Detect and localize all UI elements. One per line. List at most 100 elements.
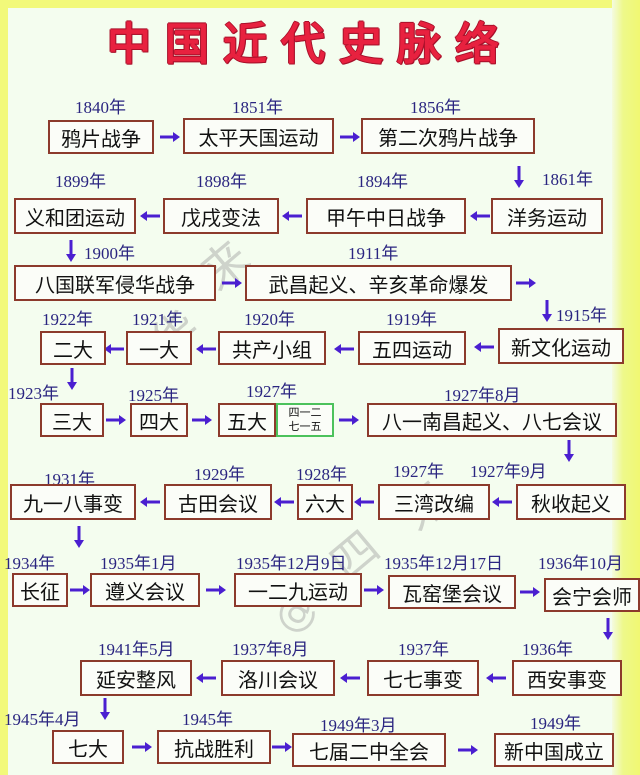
event-box: 秋收起义 [516,484,626,520]
event-box: 三湾改编 [378,484,490,520]
event-year: 1927年8月 [444,386,521,405]
event-year: 1915年 [556,306,607,325]
event-box: 武昌起义、辛亥革命爆发 [245,265,512,301]
event-box: 瓦窑堡会议 [388,575,516,609]
event-box: 新文化运动 [498,328,624,364]
arrow-left-icon [354,497,374,507]
event-box: 义和团运动 [14,198,136,234]
event-year: 1927年9月 [470,462,547,481]
arrow-down-icon [564,440,574,462]
arrow-left-icon [486,673,506,683]
event-year: 1949年 [530,714,581,733]
event-box: 三大 [40,403,104,437]
event-note-box: 四一二 七一五 [276,403,334,437]
event-year: 1856年 [410,98,461,117]
arrow-left-icon [282,211,302,221]
event-year: 1920年 [244,310,295,329]
note-line: 七一五 [288,420,322,433]
event-box: 五大 [218,403,276,437]
event-year: 1936年10月 [538,554,623,573]
event-box: 遵义会议 [90,573,200,607]
event-year: 1894年 [357,172,408,191]
arrow-right-icon [339,415,359,425]
event-year: 1925年 [128,386,179,405]
arrow-right-icon [222,278,242,288]
arrow-right-icon [364,585,384,595]
event-box: 五四运动 [358,331,466,365]
event-year: 1911年 [348,244,399,263]
event-box: 戊戌变法 [163,198,279,234]
arrow-down-icon [603,618,613,640]
event-year: 1935年12月17日 [384,554,503,573]
event-box: 八一南昌起义、八七会议 [367,403,617,437]
arrow-right-icon [106,415,126,425]
arrow-left-icon [104,344,124,354]
event-box: 抗战胜利 [157,730,271,764]
event-year: 1949年3月 [320,716,397,735]
event-year: 1935年1月 [100,554,177,573]
event-year: 1922年 [42,310,93,329]
event-box: 古田会议 [164,484,272,520]
event-box: 新中国成立 [494,733,614,767]
arrow-down-icon [74,526,84,548]
event-year: 1929年 [194,465,245,484]
event-box: 七届二中全会 [292,733,446,767]
arrow-left-icon [492,497,512,507]
event-box: 会宁会师 [544,578,640,612]
event-box: 二大 [40,331,106,365]
note-line: 四一二 [288,406,322,419]
event-year: 1927年 [246,382,297,401]
event-year: 1937年 [398,640,449,659]
arrow-left-icon [274,497,294,507]
arrow-down-icon [514,166,524,188]
event-box: 一大 [126,331,192,365]
arrow-right-icon [340,132,360,142]
event-year: 1927年 [393,462,444,481]
event-year: 1900年 [84,244,135,263]
event-box: 六大 [297,484,353,520]
arrow-left-icon [474,342,494,352]
arrow-down-icon [542,300,552,322]
arrow-right-icon [160,132,180,142]
arrow-right-icon [70,585,90,595]
arrow-right-icon [132,742,152,752]
event-year: 1937年8月 [232,640,309,659]
event-year: 1945年 [182,710,233,729]
event-year: 1840年 [75,98,126,117]
event-box: 七七事变 [367,660,479,696]
event-year: 1921年 [132,310,183,329]
event-box: 延安整风 [80,660,192,696]
arrow-right-icon [192,415,212,425]
event-box: 七大 [52,730,124,764]
event-year: 1935年12月9日 [236,554,347,573]
arrow-left-icon [196,344,216,354]
event-year: 1941年5月 [98,640,175,659]
event-box: 西安事变 [512,660,622,696]
decorative-strip [612,0,640,775]
arrow-left-icon [140,497,160,507]
event-year: 1945年4月 [4,710,81,729]
event-box: 太平天国运动 [183,118,334,154]
arrow-left-icon [470,211,490,221]
arrow-down-icon [100,698,110,720]
event-box: 四大 [130,403,188,437]
arrow-down-icon [66,240,76,262]
arrow-right-icon [520,587,540,597]
arrow-left-icon [196,673,216,683]
event-year: 1851年 [232,98,283,117]
event-box: 鸦片战争 [48,120,154,154]
event-year: 1934年 [4,554,55,573]
page-title: 中国近代史脉络 [107,19,513,70]
arrow-left-icon [334,344,354,354]
arrow-left-icon [140,211,160,221]
arrow-right-icon [458,745,478,755]
event-year: 1936年 [522,640,573,659]
event-box: 一二九运动 [234,573,362,607]
event-year: 1899年 [55,172,106,191]
arrow-right-icon [206,585,226,595]
event-year: 1928年 [296,465,347,484]
event-year: 1861年 [542,170,593,189]
event-box: 洛川会议 [221,660,335,696]
event-box: 长征 [12,573,68,607]
arrow-right-icon [516,278,536,288]
